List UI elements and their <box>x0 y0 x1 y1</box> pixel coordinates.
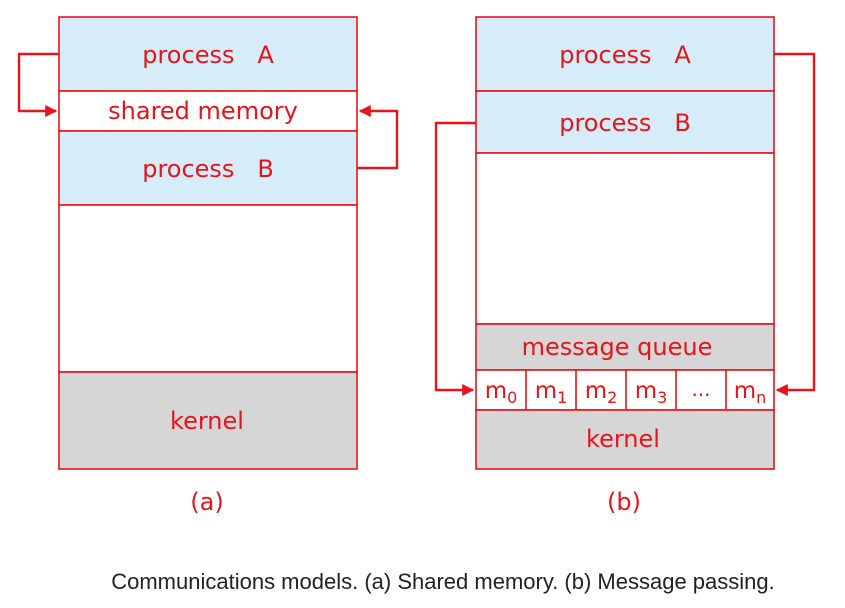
a-arrow-process-a-to-shared-memory <box>17 52 59 117</box>
a-process-a-label: process A <box>142 41 274 69</box>
a-process-b-label: process B <box>142 155 274 183</box>
b-message-queue-label: message queue <box>522 333 713 361</box>
b-empty-space <box>475 152 775 325</box>
b-process-b-label: process B <box>559 109 691 137</box>
message-slot-m0: m0 <box>485 378 518 407</box>
message-slot-ellipsis: ... <box>691 377 710 401</box>
b-kernel-box <box>475 409 775 470</box>
a-shared-memory-label: shared memory <box>108 97 298 125</box>
message-slot-m2: m2 <box>585 378 618 407</box>
a-process-a-box <box>58 16 358 92</box>
b-kernel-label: kernel <box>586 425 660 453</box>
a-kernel-label: kernel <box>170 407 244 435</box>
b-message-slots-row <box>475 369 775 411</box>
b-message-slot-dividers <box>525 370 727 410</box>
a-process-b-box <box>58 130 358 206</box>
message-slot-m3: m3 <box>635 378 668 407</box>
b-arrow-process-a-to-queue <box>774 52 816 396</box>
a-shared-memory-box <box>58 90 358 132</box>
b-process-a-box <box>475 16 775 92</box>
a-arrow-process-b-to-shared-memory <box>357 105 399 170</box>
b-message-slot-labels: m0 m1 m2 m3 ... mn <box>485 377 767 407</box>
diagram-a-shared-memory: process A shared memory process B kernel… <box>17 16 399 516</box>
message-slot-mn: mn <box>734 378 767 407</box>
b-arrow-process-b-to-queue <box>434 121 476 396</box>
figure-caption: Communications models. (a) Shared memory… <box>111 569 775 594</box>
a-kernel-box <box>58 371 358 470</box>
diagram-b-message-passing: process A process B message queue m0 m1 … <box>434 16 816 516</box>
a-figure-label: (a) <box>190 488 223 516</box>
a-empty-space <box>58 204 358 373</box>
b-process-a-label: process A <box>559 41 691 69</box>
message-slot-m1: m1 <box>535 378 568 407</box>
b-figure-label: (b) <box>607 488 641 516</box>
